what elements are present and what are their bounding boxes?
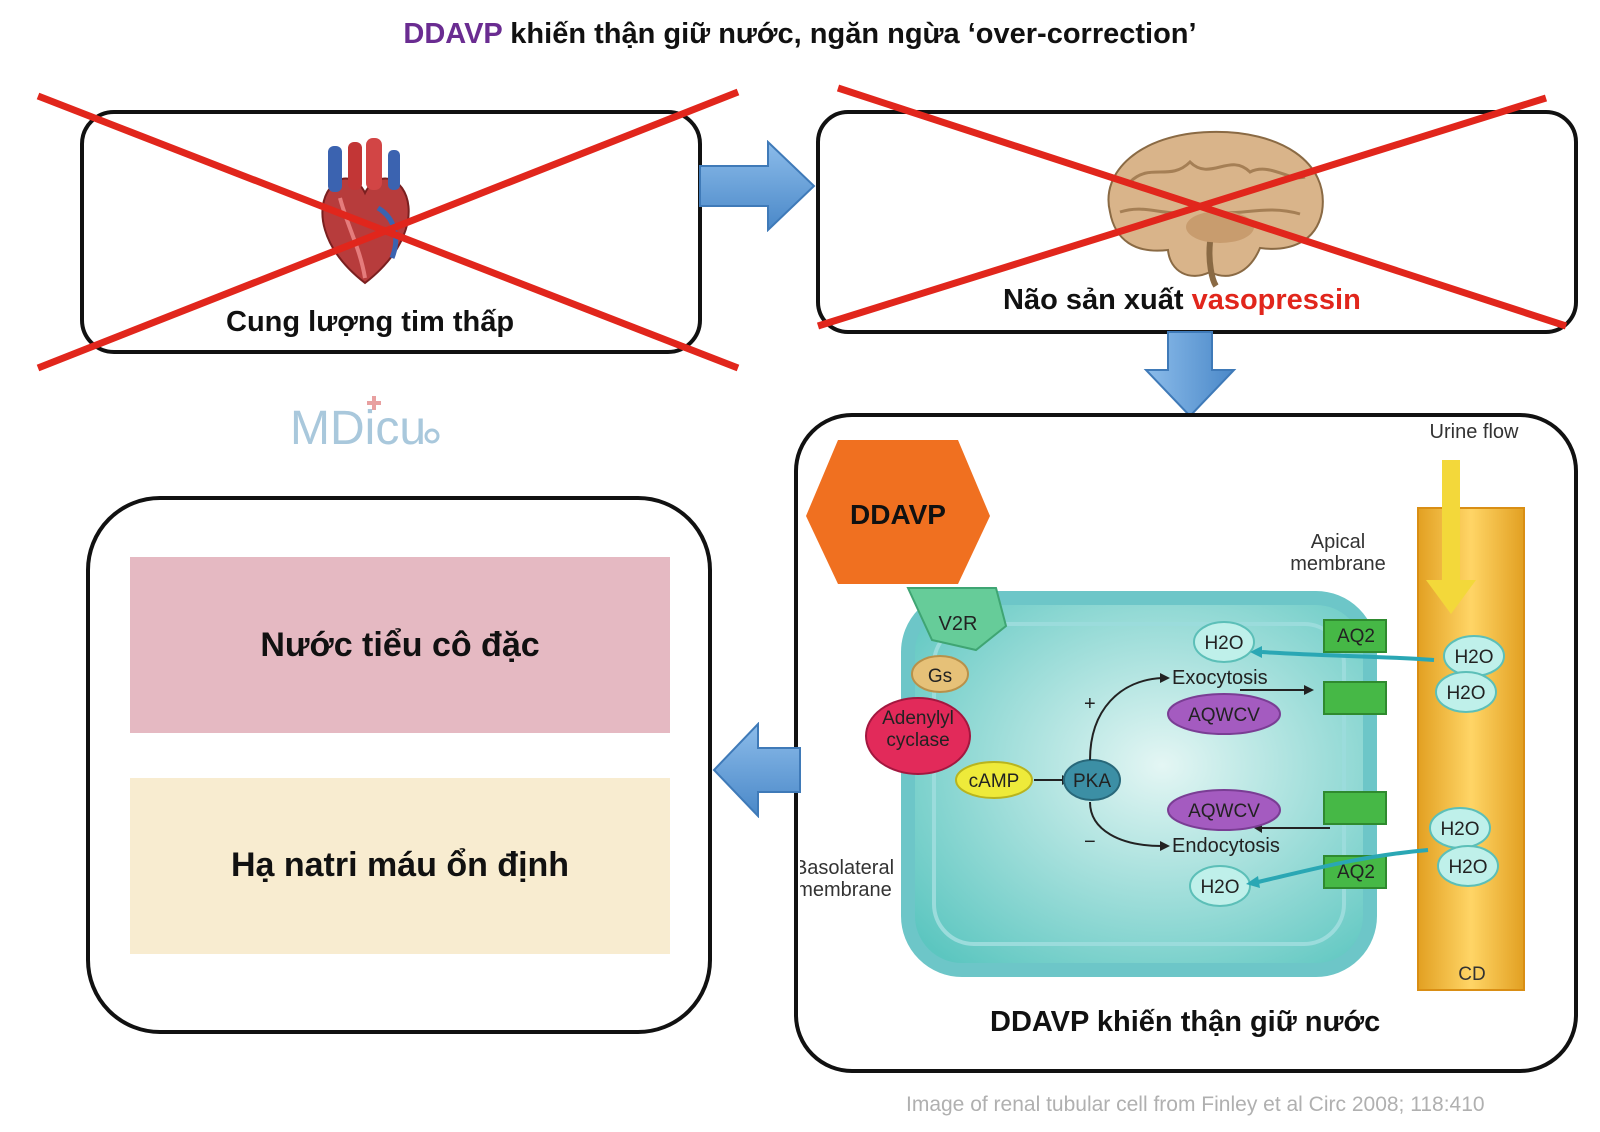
h2o-label-cell-bottom: H2O (1200, 877, 1239, 898)
ddavp-hexagon (806, 440, 990, 584)
h2o-cell-bottom (1189, 865, 1251, 907)
heart-box-label: Cung lượng tim thấp (226, 306, 515, 338)
h2o-label-duct-1: H2O (1454, 647, 1493, 668)
aq2-channel-top (1323, 619, 1387, 653)
apical-label-2: membrane (1290, 553, 1386, 575)
pka (1063, 759, 1121, 801)
h2o-label-duct-2: H2O (1446, 683, 1485, 704)
v2r-label: V2R (939, 613, 978, 635)
mdicu-logo: MDicu (290, 396, 440, 455)
h2o-label-cell-top: H2O (1204, 633, 1243, 654)
kidney-box-caption: DDAVP khiến thận giữ nước (990, 1006, 1381, 1038)
h2o-duct-4 (1437, 845, 1499, 887)
apical-label-1: Apical (1311, 531, 1365, 553)
basolateral-label-2: membrane (800, 879, 892, 901)
camp-label: cAMP (969, 771, 1020, 792)
ddavp-label: DDAVP (850, 499, 946, 530)
aqwcv-vesicle-top (1167, 693, 1281, 735)
brain-icon (1107, 130, 1324, 288)
h2o-duct-2 (1435, 671, 1497, 713)
aq2-label-top: AQ2 (1337, 626, 1375, 647)
brain-box-label: Não sản xuất vasopressin (1003, 284, 1361, 317)
gs-protein (911, 655, 969, 693)
arrow-right-icon (699, 140, 816, 232)
aqwcv-label-bottom: AQWCV (1188, 801, 1260, 822)
renal-cell-diagram: DDAVP V2R Gs Adenylyl cyclase cAMP PKA +… (800, 421, 1525, 991)
pka-label: PKA (1073, 771, 1111, 792)
adenylyl-label: Adenylyl (882, 708, 954, 729)
title-rest: khiến thận giữ nước, ngăn ngừa ‘over-cor… (502, 18, 1197, 50)
aqwcv-label-top: AQWCV (1188, 705, 1260, 726)
aq2-channel-endo (1323, 791, 1387, 825)
heart-icon (321, 138, 410, 285)
image-credit: Image of renal tubular cell from Finley … (906, 1093, 1485, 1116)
title-accent: DDAVP (403, 18, 503, 50)
aqwcv-vesicle-bottom (1167, 789, 1281, 831)
h2o-label-duct-3: H2O (1440, 819, 1479, 840)
logo-text: MDicu (290, 402, 426, 455)
camp (955, 761, 1033, 799)
h2o-cell-top (1193, 621, 1255, 663)
h2o-label-duct-4: H2O (1448, 857, 1487, 878)
panel-stable-hyponatremia (130, 778, 670, 954)
basolateral-label-1: Basolateral (800, 857, 894, 879)
v2r-receptor (906, 587, 1008, 652)
cyclase-label: cyclase (886, 730, 949, 751)
endocytosis-label: Endocytosis (1172, 835, 1280, 857)
brain-label-prefix: Não sản xuất (1003, 284, 1192, 316)
plus-sign: + (1084, 693, 1096, 715)
brain-label-highlight: vasopressin (1191, 284, 1361, 316)
gs-label: Gs (928, 666, 952, 687)
result-item-1: Nước tiểu cô đặc (260, 626, 540, 664)
aq2-channel-exo (1323, 681, 1387, 715)
minus-sign: − (1084, 831, 1096, 853)
urine-flow-arrow (1426, 460, 1476, 614)
arrow-down-icon (1143, 331, 1237, 418)
result-item-2: Hạ natri máu ổn định (230, 846, 570, 884)
panel-urine-concentrated (130, 557, 670, 733)
diagram-title: DDAVP khiến thận giữ nước, ngăn ngừa ‘ov… (0, 18, 1600, 51)
exocytosis-label: Exocytosis (1172, 667, 1268, 689)
aq2-label-bottom: AQ2 (1337, 862, 1375, 883)
urine-flow-label: Urine flow (1430, 421, 1519, 443)
adenylyl-cyclase (865, 697, 971, 775)
arrow-left-icon (712, 722, 801, 818)
cd-label: CD (1458, 964, 1485, 985)
